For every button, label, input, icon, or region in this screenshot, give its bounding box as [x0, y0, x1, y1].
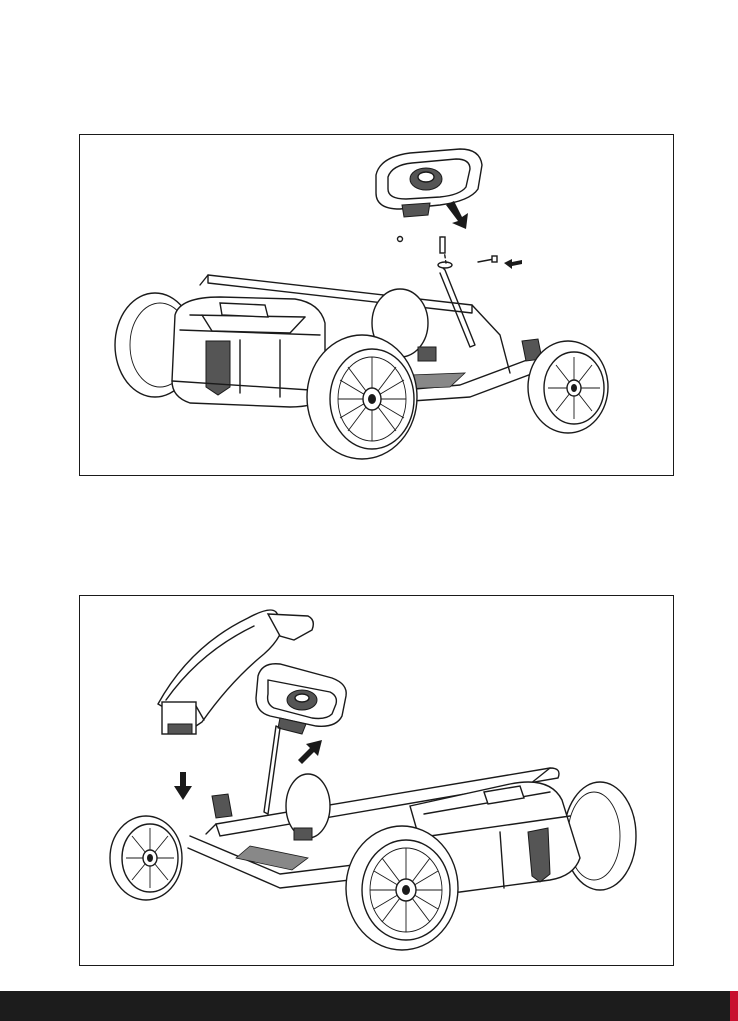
steering-wheel [376, 149, 482, 217]
illustration-steering-wheel-install [80, 135, 675, 477]
kart-body [172, 297, 325, 407]
arrow-left-icon [504, 259, 522, 269]
wheel-front-left [110, 816, 182, 900]
wheel-front-right [528, 341, 608, 433]
steering-column [264, 726, 280, 814]
arrow-down-icon [174, 772, 192, 800]
steering-wheel [256, 664, 346, 734]
wheel-rear-right [564, 782, 636, 890]
arrow-up-right-icon [298, 740, 322, 764]
arrow-down-icon [446, 201, 468, 229]
footer-bar [0, 991, 738, 1021]
wheel-front-right [346, 826, 458, 950]
wheel-front-left [307, 335, 417, 459]
illustration-seat-frame-install [80, 596, 675, 967]
footer-accent-stripe [730, 991, 738, 1021]
bolt-nut [398, 237, 498, 263]
steering-column [438, 237, 475, 347]
figure-seat-frame-install [79, 595, 674, 966]
figure-steering-wheel-install [79, 134, 674, 476]
